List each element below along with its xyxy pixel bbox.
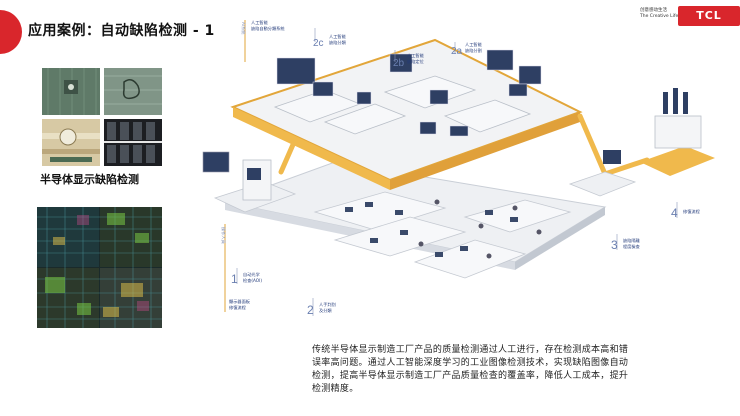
defect-photo-2 bbox=[104, 68, 162, 115]
ai-system-label-line2: 缺陷自動分類系統 bbox=[251, 25, 285, 32]
step-1-label-line2: 检查(AOI) bbox=[243, 277, 262, 284]
side-tag-ai: AI系統 bbox=[240, 22, 247, 34]
page-title: 应用案例：自动缺陷检测 - 1 bbox=[28, 23, 215, 39]
brand-tagline-cn: 创意感动生活 bbox=[640, 8, 667, 13]
step-2-number: 2 bbox=[307, 303, 314, 317]
tcl-logo: TCL bbox=[678, 6, 740, 26]
step-4-label: 修復流程 bbox=[683, 208, 701, 215]
step-2-label-line2: 及分類 bbox=[319, 307, 332, 314]
step-2b-label-line1: 人工智能 bbox=[407, 52, 425, 59]
step-3-label-line1: 缺陷隔離 bbox=[623, 237, 641, 244]
factory-flow-diagram: 1 自动光学 检查(AOI) 2 人手判别 及分類 3 缺陷隔離 程度檢查 4 … bbox=[202, 19, 715, 317]
defect-caption: 半导体显示缺陷检测 bbox=[40, 173, 139, 186]
step-2b-label-line2: 缺陷定位 bbox=[407, 58, 424, 65]
step-2a-number: 2a bbox=[451, 46, 463, 57]
side-tag-operators: 操作人員 bbox=[220, 227, 227, 245]
step-2a-label-line1: 人工智能 bbox=[465, 41, 483, 48]
defect-photo-4 bbox=[104, 119, 162, 166]
step-2a-label-line2: 缺陷分割 bbox=[465, 47, 482, 54]
step-2-label-line1: 人手判别 bbox=[319, 301, 336, 308]
wafer-defect-image bbox=[37, 207, 162, 328]
step-4-number: 4 bbox=[671, 206, 678, 220]
defect-photo-3 bbox=[42, 119, 100, 166]
brand-logo: 创意感动生活 The Creative Life TCL bbox=[640, 6, 740, 26]
ai-system-label-line1: 人工智能 bbox=[251, 19, 269, 26]
step-2c-label-line2: 缺陷分類 bbox=[329, 39, 347, 46]
step-1-number: 1 bbox=[231, 272, 238, 286]
accent-circle bbox=[0, 10, 22, 54]
step-2c-label-line1: 人工智能 bbox=[329, 33, 347, 40]
defect-photo-1 bbox=[42, 68, 100, 115]
step-2b-number: 2b bbox=[393, 58, 405, 69]
step-3-label-line2: 程度檢查 bbox=[623, 243, 641, 250]
step-2c-number: 2c bbox=[313, 38, 324, 49]
brand-tagline-en: The Creative Life bbox=[640, 14, 679, 19]
description-text: 传统半导体显示制造工厂产品的质量检测通过人工进行，存在检测成本高和错误率高问题。… bbox=[312, 345, 629, 394]
repair-flow-line2: 修復流程 bbox=[229, 304, 247, 311]
defect-photos bbox=[42, 68, 162, 166]
step-1-label-line1: 自动光学 bbox=[243, 271, 260, 278]
repair-flow-line1: 顯示器面板 bbox=[229, 298, 251, 305]
brand-tagline: 创意感动生活 The Creative Life bbox=[640, 8, 679, 20]
step-3-number: 3 bbox=[611, 238, 618, 252]
